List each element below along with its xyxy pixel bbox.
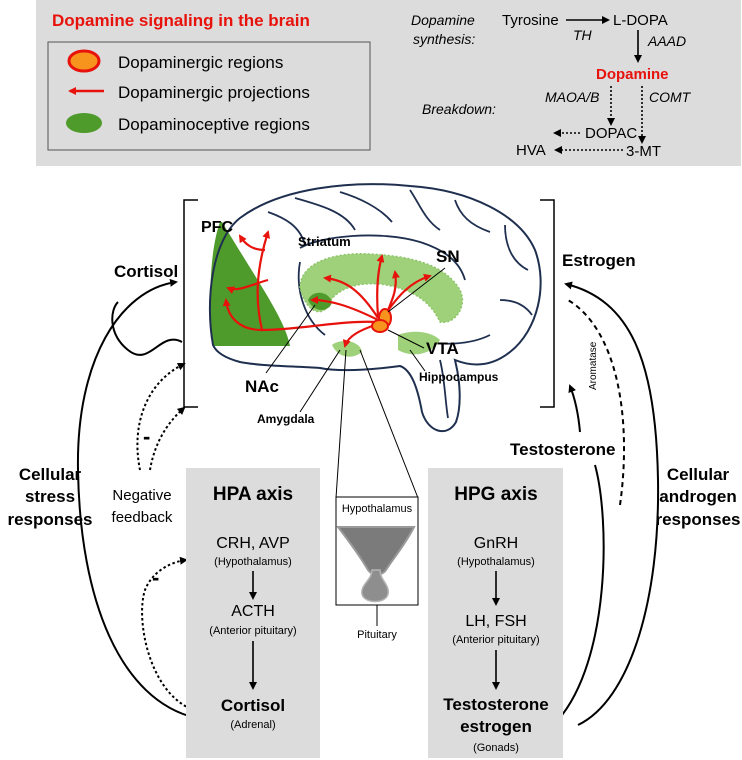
testosterone-to-right-arrow [557,464,605,721]
legend-label-projections: Dopaminergic projections [118,83,310,102]
legend-label-dopaminoceptive: Dopaminoceptive regions [118,115,310,134]
striatum-label: Striatum [298,234,351,249]
hpa-cortisol-sub: (Adrenal) [230,719,275,731]
inset-line-right [359,349,419,499]
dopamine-label: Dopamine [596,66,669,83]
amygdala-label: Amygdala [257,412,315,426]
tyrosine-label: Tyrosine [502,12,559,29]
green-ellipse-icon [66,113,102,133]
hpa-acth: ACTH [231,603,275,620]
synthesis-label-2: synthesis: [413,31,475,47]
aromatase-arrow [567,299,625,506]
mt3-label: 3-MT [626,143,661,160]
hippocampus-pointer [409,349,426,372]
hpa-title: HPA axis [213,484,293,505]
sn-label: SN [436,247,460,266]
hpg-gnrh-sub: (Hypothalamus) [457,556,535,568]
testosterone-up-arrow [568,384,581,433]
hva-label: HVA [516,142,546,159]
estrogen-top-label: Estrogen [562,251,636,270]
hpg-gonads: (Gonads) [473,742,519,754]
hpa-panel [186,468,320,758]
hpg-gnrh: GnRH [474,535,518,552]
aaad-label: AAAD [647,33,686,49]
hpg-testosterone: Testosterone [443,695,549,714]
minus-sign-bottom: - [152,565,159,590]
inset-line-left [335,349,347,499]
negative-feedback-top-arrow [136,362,186,471]
brain-sulci [267,189,533,419]
hpg-panel [428,468,563,758]
brain-outline [208,183,542,433]
negative-feedback-label-2: feedback [112,509,173,526]
cortisol-top-label: Cortisol [114,262,178,281]
testosterone-side-label: Testosterone [510,440,616,459]
dopaminergic-projections [222,230,432,348]
amygdala-region [332,340,362,357]
orange-ellipse-icon [67,49,101,73]
cellular-stress-label-2: stress [25,487,75,506]
cellular-androgen-label-1: Cellular [667,465,730,484]
nac-label: NAc [245,377,279,396]
pituitary-label: Pituitary [357,629,397,641]
legend-label-regions: Dopaminergic regions [118,53,283,72]
negative-feedback-bottom-arrow [141,556,201,713]
pituitary-shape [361,569,389,603]
legend-box [47,41,371,151]
amygdala-pointer [299,349,341,413]
negative-feedback-top-arrow-2 [149,406,186,471]
hpa-crh: CRH, AVP [216,535,290,552]
hpa-cortisol: Cortisol [221,696,285,715]
hippocampus-label: Hippocampus [419,370,499,384]
vta-pointer [387,329,425,349]
cortisol-to-brain-arrow [111,301,183,356]
hpg-title: HPG axis [454,484,537,505]
negative-feedback-label-1: Negative [112,487,171,504]
left-bracket [183,199,198,408]
striatum-region [299,253,464,323]
synthesis-label-1: Dopamine [411,12,475,28]
cortisol-to-top-arrow [76,278,197,719]
hpa-crh-sub: (Hypothalamus) [214,556,292,568]
hpg-lh-sub: (Anterior pituitary) [452,634,539,646]
pfc-label: PFC [201,219,233,236]
hippocampus-region [398,331,440,355]
hypothalamus-label: Hypothalamus [342,503,413,515]
aromatase-label: Aromatase [588,341,599,390]
th-label: TH [573,27,593,43]
nac-pointer [265,304,316,374]
cellular-androgen-label-3: responses [655,510,740,529]
cellular-stress-label-3: responses [7,510,92,529]
cellular-androgen-label-2: androgen [659,487,736,506]
minus-sign-top: - [143,424,150,449]
breakdown-label: Breakdown: [422,101,496,117]
cellular-stress-label-1: Cellular [19,465,82,484]
legend-title: Dopamine signaling in the brain [52,11,310,30]
sn-pointer [387,267,446,313]
hpa-acth-sub: (Anterior pituitary) [209,625,296,637]
maoa-label: MAOA/B [545,89,599,105]
right-bracket [540,199,555,408]
vta-label: VTA [426,339,459,358]
dopac-label: DOPAC [585,125,637,142]
comt-label: COMT [649,89,692,105]
hpg-estrogen: estrogen [460,717,532,736]
hpg-lh: LH, FSH [465,613,526,630]
ldopa-label: L-DOPA [613,12,668,29]
hpg-to-estrogen-arrow [564,281,660,726]
vta-region [371,319,389,333]
